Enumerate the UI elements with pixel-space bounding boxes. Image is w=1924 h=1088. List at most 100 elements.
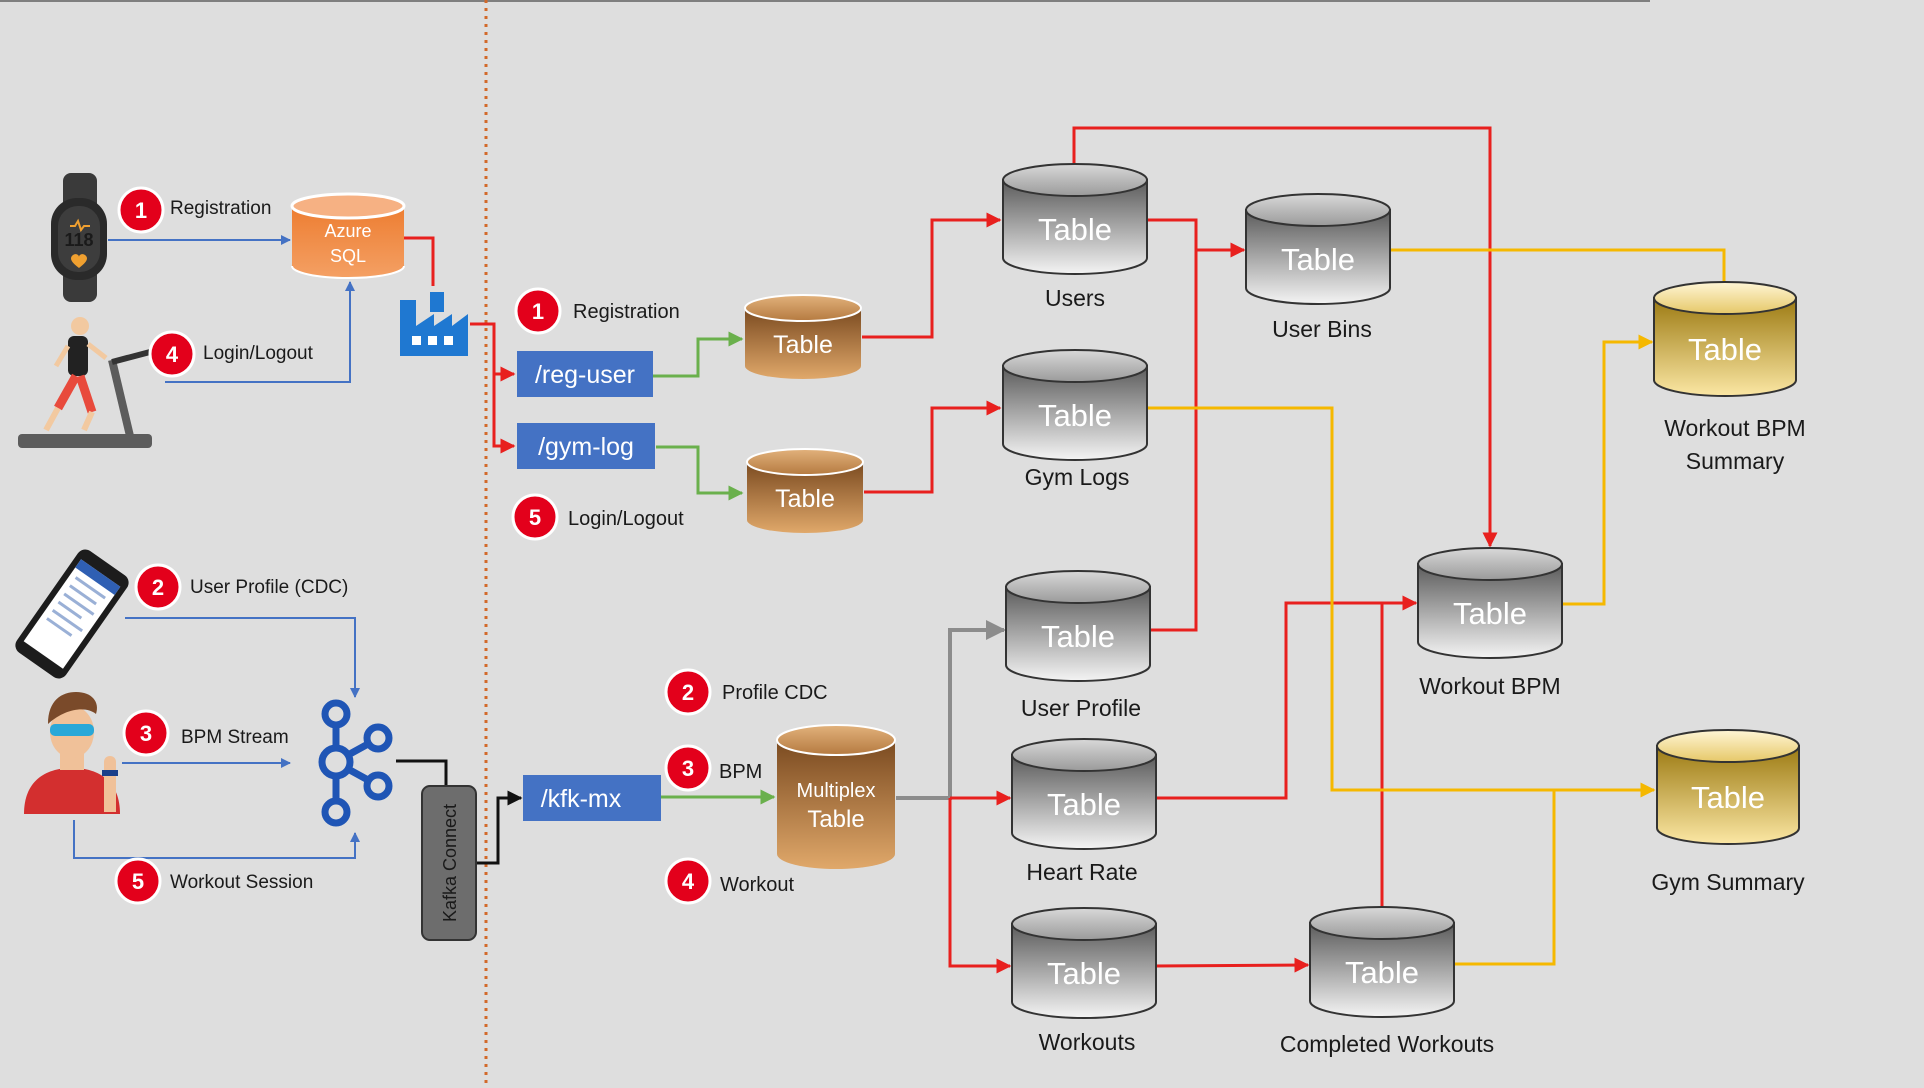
caption-workout-bpm: Workout BPM (1419, 673, 1560, 699)
svg-text:Table: Table (1038, 212, 1112, 247)
azure-sql-line2: SQL (330, 246, 366, 266)
caption-completed-workouts: Completed Workouts (1280, 1031, 1494, 1057)
label-src-login: Login/Logout (203, 343, 314, 364)
caption-workouts: Workouts (1039, 1029, 1136, 1055)
flow-treadmill-to-sql (165, 281, 355, 383)
svg-text:4: 4 (166, 342, 179, 367)
data-factory-icon (400, 292, 468, 356)
caption-workout-bpm-summary-1: Workout BPM (1664, 415, 1805, 441)
badge-src-profile: 2 User Profile (CDC) (134, 563, 348, 611)
svg-text:/gym-log: /gym-log (538, 433, 634, 461)
label-src-bpm: BPM Stream (181, 727, 289, 748)
table-user-profile: Table User Profile (1005, 570, 1151, 721)
topic-kfk-mx: /kfk-mx (523, 775, 661, 821)
svg-text:3: 3 (140, 721, 152, 746)
flow-heart-rate-to-workout-bpm (1154, 595, 1418, 800)
badge-mx-profile: 2 Profile CDC (664, 668, 828, 716)
kafka-connect-box: Kafka Connect (421, 785, 477, 941)
badge-src-login: 4 Login/Logout (148, 330, 314, 378)
table-user-bins: Table User Bins (1245, 193, 1391, 342)
table-heart-rate: Table Heart Rate (1011, 738, 1157, 885)
table-workout-bpm: Table Workout BPM (1417, 547, 1563, 699)
table-workouts: Table Workouts (1011, 907, 1157, 1055)
flow-factory-to-reg-user (470, 322, 516, 382)
badge-src-registration: 1 Registration (117, 186, 271, 234)
caption-gym-logs: Gym Logs (1025, 464, 1130, 490)
caption-users: Users (1045, 285, 1105, 311)
svg-text:Table: Table (1688, 332, 1762, 367)
flow-workout-to-kafka (73, 820, 360, 859)
badge-mx-workout: 4 Workout (664, 857, 795, 905)
svg-text:3: 3 (682, 756, 694, 781)
smartphone-icon (15, 549, 129, 679)
flow-workouts-to-completed (1153, 957, 1310, 973)
svg-text:Table: Table (1345, 955, 1419, 990)
badge-ing-login: 5 Login/Logout (511, 493, 684, 541)
azure-sql-db: Azure SQL (290, 192, 406, 279)
caption-user-profile: User Profile (1021, 695, 1141, 721)
flow-gym-log-to-table (656, 445, 744, 501)
flow-user-profile-to-user-bins (1150, 250, 1198, 632)
svg-text:Table: Table (807, 806, 864, 833)
label-src-profile: User Profile (CDC) (190, 577, 348, 598)
caption-heart-rate: Heart Rate (1026, 859, 1137, 885)
svg-text:Table: Table (1453, 596, 1527, 631)
caption-user-bins: User Bins (1272, 316, 1372, 342)
watch-reading: 118 (64, 230, 93, 250)
svg-text:2: 2 (152, 575, 164, 600)
flow-bronze-gym-to-gym-logs (864, 400, 1002, 494)
svg-text:Table: Table (1047, 956, 1121, 991)
svg-text:2: 2 (682, 680, 694, 705)
table-bronze-registration: Table (744, 294, 862, 379)
flow-phone-to-kafka (125, 617, 360, 698)
treadmill-runner-icon (18, 317, 152, 448)
table-bronze-gym-log: Table (746, 448, 864, 533)
caption-workout-bpm-summary-2: Summary (1686, 448, 1785, 474)
svg-text:Table: Table (1041, 619, 1115, 654)
label-src-workout: Workout Session (170, 872, 313, 893)
azure-sql-line1: Azure (324, 221, 371, 241)
flow-fanout-to-workouts (948, 798, 1012, 974)
flow-users-to-user-bins (1148, 218, 1246, 258)
flow-factory-to-gym-log (492, 374, 516, 454)
svg-text:5: 5 (132, 869, 144, 894)
svg-text:4: 4 (682, 869, 695, 894)
flow-kafka-to-connect (396, 759, 448, 786)
topic-reg-user: /reg-user (517, 351, 653, 397)
table-multiplex: Multiplex Table (776, 724, 896, 869)
flow-workout-bpm-to-bpm-summary (1562, 334, 1654, 606)
flow-completed-to-gym-summary (1452, 790, 1556, 966)
table-workout-bpm-summary: Table Workout BPM Summary (1653, 281, 1806, 474)
label-mx-workout: Workout (720, 874, 795, 896)
svg-text:1: 1 (532, 299, 544, 324)
svg-text:Table: Table (1047, 787, 1121, 822)
flow-connect-to-kfk-mx (476, 790, 523, 865)
table-gym-summary: Table Gym Summary (1651, 729, 1805, 895)
label-mx-profile: Profile CDC (722, 682, 828, 704)
flow-reg-user-to-table (653, 331, 744, 378)
label-ing-registration: Registration (573, 301, 680, 323)
svg-text:/kfk-mx: /kfk-mx (541, 785, 622, 813)
label-src-registration: Registration (170, 198, 271, 219)
topic-gym-log: /gym-log (517, 423, 655, 469)
svg-text:Table: Table (773, 331, 833, 359)
person-icon (24, 692, 120, 814)
kafka-logo-icon (318, 699, 393, 827)
badge-ing-registration: 1 Registration (514, 287, 680, 335)
label-mx-bpm: BPM (719, 761, 762, 783)
badge-mx-bpm: 3 BPM (664, 744, 762, 792)
flow-users-to-workout-bpm (1072, 126, 1498, 548)
svg-text:5: 5 (529, 505, 541, 530)
badge-src-bpm: 3 BPM Stream (122, 709, 289, 757)
svg-text:1: 1 (135, 198, 147, 223)
svg-text:Multiplex: Multiplex (797, 780, 876, 802)
kafka-connect-label: Kafka Connect (440, 804, 460, 922)
connectors (73, 126, 1732, 974)
table-completed-workouts: Table Completed Workouts (1280, 906, 1494, 1057)
svg-text:Table: Table (1038, 398, 1112, 433)
svg-text:/reg-user: /reg-user (535, 361, 635, 389)
flow-bronze-reg-to-users (862, 212, 1002, 339)
label-ing-login: Login/Logout (568, 508, 684, 530)
svg-text:Table: Table (1281, 242, 1355, 277)
flow-multiplex-to-user-profile (896, 620, 1006, 800)
